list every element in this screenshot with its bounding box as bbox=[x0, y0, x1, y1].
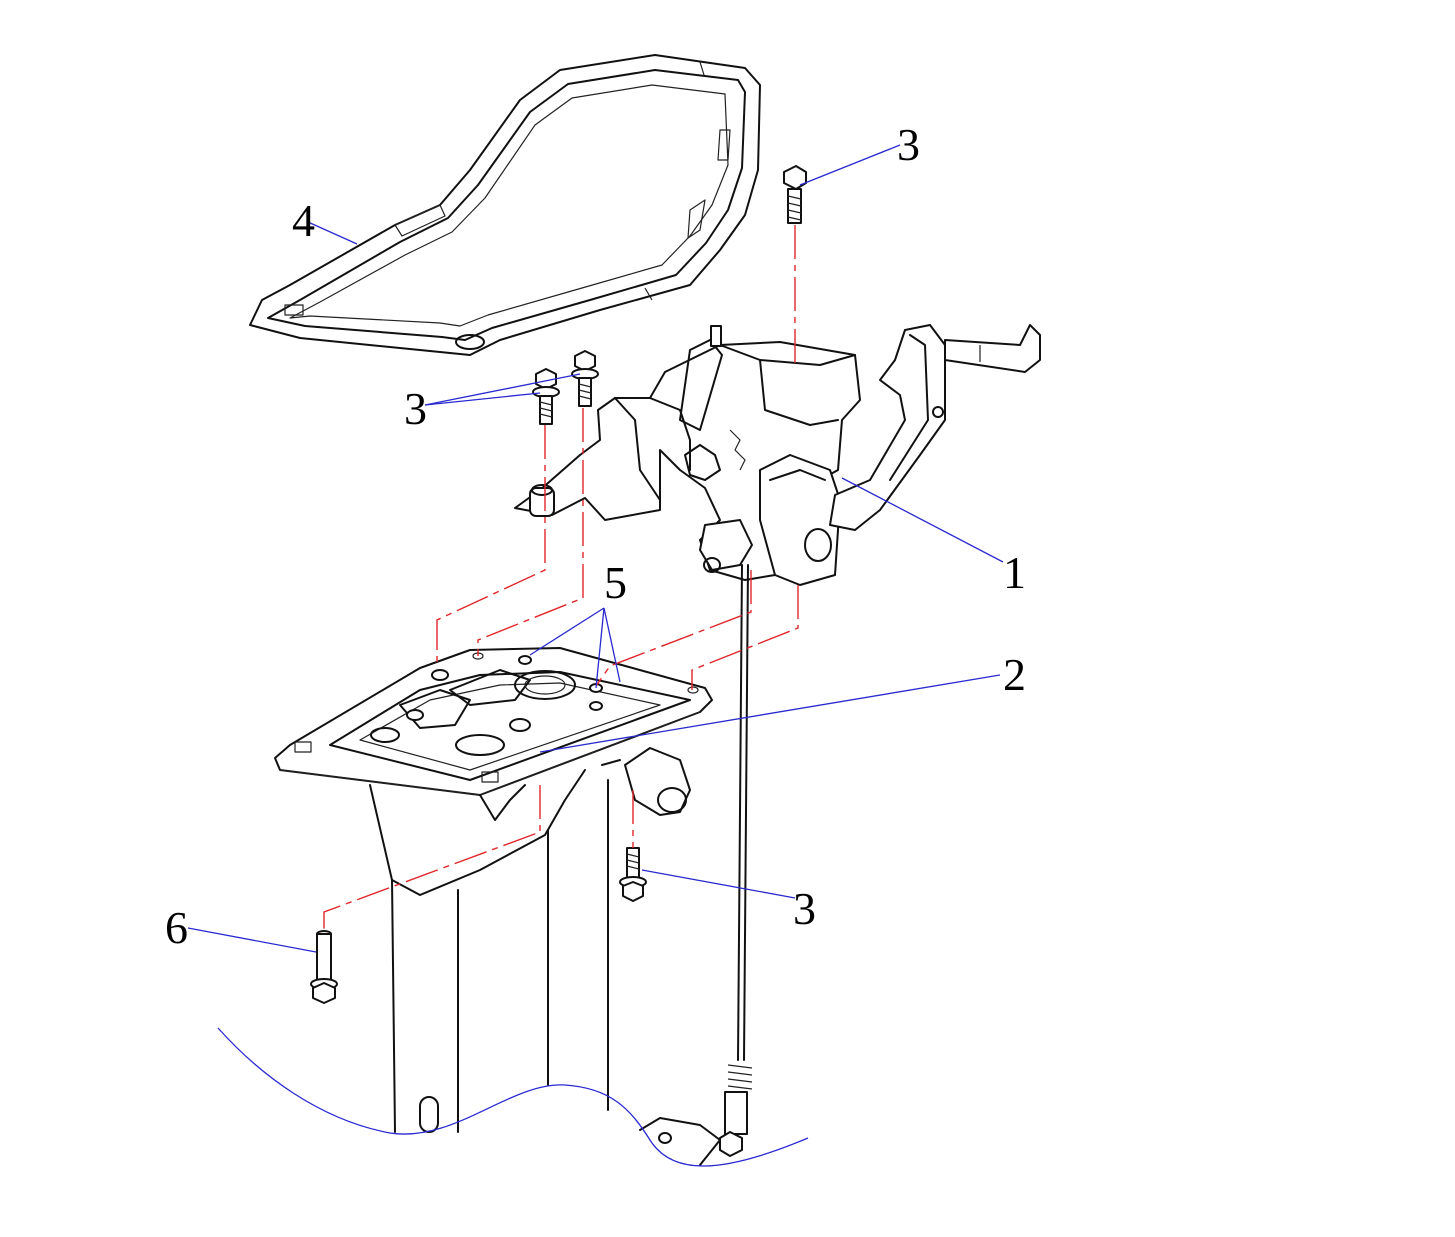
bolt-left-1 bbox=[532, 368, 560, 425]
callout-label-6: 6 bbox=[165, 902, 188, 953]
bracket-assembly-part-1 bbox=[514, 324, 1041, 586]
callout-label-3-bottom: 3 bbox=[793, 883, 816, 934]
bolt-left-2 bbox=[571, 350, 599, 407]
leader-lines bbox=[187, 144, 1004, 953]
pin-part-6 bbox=[310, 930, 338, 1004]
seal-ring-part-4 bbox=[249, 54, 761, 356]
callout-label-3-top: 3 bbox=[897, 119, 920, 170]
callout-label-1: 1 bbox=[1003, 547, 1026, 598]
driveshaft-housing bbox=[369, 747, 721, 1166]
callout-label-5: 5 bbox=[604, 557, 627, 608]
callout-label-3-left: 3 bbox=[404, 383, 427, 434]
bolt-top-right bbox=[783, 165, 807, 224]
section-break-line bbox=[217, 1027, 809, 1167]
callout-labels: 1 2 3 3 3 4 5 6 bbox=[165, 119, 1026, 953]
bolt-lower-right bbox=[619, 847, 647, 902]
assembly-centerlines bbox=[323, 225, 799, 934]
callout-label-2: 2 bbox=[1003, 649, 1026, 700]
callout-label-4: 4 bbox=[292, 195, 315, 246]
control-rod bbox=[719, 564, 753, 1157]
